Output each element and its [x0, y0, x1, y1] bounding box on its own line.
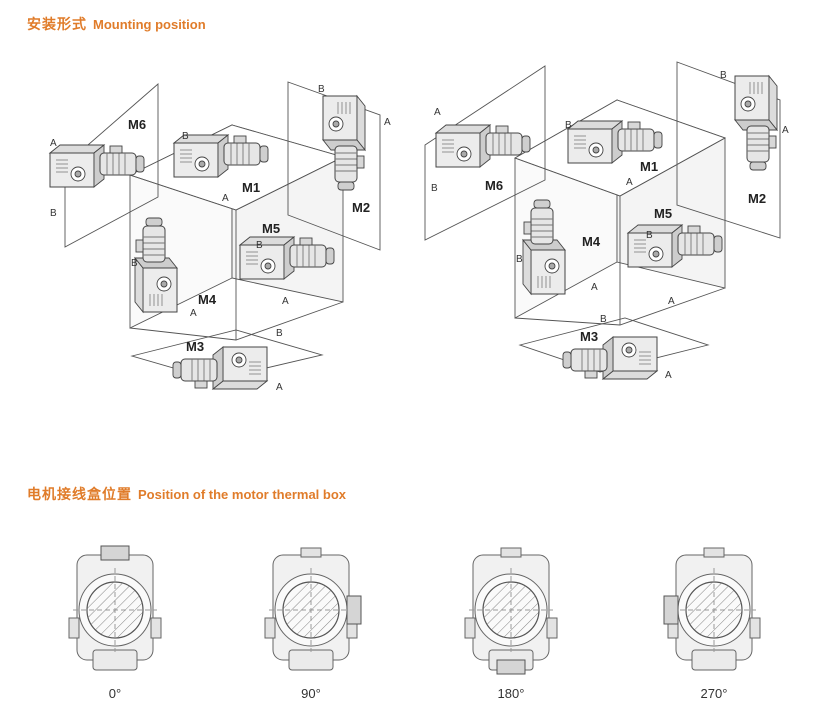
- left-side-a-m4: A: [190, 308, 197, 319]
- angle-label-180: 180°: [497, 686, 525, 701]
- right-side-b-m1: B: [565, 120, 572, 131]
- left-mounting-diagram: [50, 81, 381, 389]
- terminal-box-180: [496, 659, 526, 675]
- left-label-m3: M3: [186, 339, 204, 354]
- left-label-m1: M1: [242, 180, 260, 195]
- left-label-m4: M4: [198, 292, 217, 307]
- left-side-b-m1: B: [182, 131, 189, 142]
- right-side-a-m2: A: [782, 125, 789, 136]
- thermal-box-view-90: [264, 547, 362, 671]
- right-label-m3: M3: [580, 329, 598, 344]
- terminal-box-0: [100, 545, 130, 561]
- left-side-a-m2: A: [384, 117, 391, 128]
- left-side-a-m1: A: [222, 193, 229, 204]
- right-label-m4: M4: [582, 234, 601, 249]
- left-side-b-m4: B: [131, 258, 138, 269]
- thermal-title-cn: 电机接线盒位置: [27, 487, 132, 503]
- left-label-m6: M6: [128, 117, 146, 132]
- right-label-m5: M5: [654, 206, 672, 221]
- thermal-box-view-180: [464, 547, 558, 675]
- left-side-b-m2: B: [318, 84, 325, 95]
- terminal-box-270: [663, 595, 679, 625]
- thermal-box-view-0: [68, 545, 162, 671]
- terminal-box-90: [346, 595, 362, 625]
- right-mounting-diagram: [424, 61, 781, 379]
- left-side-a-m3: A: [276, 382, 283, 393]
- left-label-m5: M5: [262, 221, 280, 236]
- left-side-b-m5: B: [256, 240, 263, 251]
- right-label-m6: M6: [485, 178, 503, 193]
- angle-label-90: 90°: [301, 686, 321, 701]
- angle-label-270: 270°: [700, 686, 728, 701]
- mounting-position-heading: 安装形式 Mounting position: [27, 14, 206, 34]
- left-side-a-m5: A: [282, 296, 289, 307]
- left-side-a-m6: A: [50, 138, 57, 149]
- left-side-b-m3: B: [276, 328, 283, 339]
- left-side-b-m6: B: [50, 208, 57, 219]
- mounting-title-cn: 安装形式: [27, 17, 87, 33]
- thermal-title-en: Position of the motor thermal box: [138, 487, 347, 502]
- right-side-a-m5: A: [668, 296, 675, 307]
- right-label-m2: M2: [748, 191, 766, 206]
- left-label-m2: M2: [352, 200, 370, 215]
- right-side-b-m6: B: [431, 183, 438, 194]
- thermal-box-view-270: [663, 547, 761, 671]
- thermal-box-heading: 电机接线盒位置 Position of the motor thermal box: [27, 484, 346, 504]
- right-side-b-m4: B: [516, 254, 523, 265]
- right-side-a-m6: A: [434, 107, 441, 118]
- mounting-title-en: Mounting position: [93, 17, 206, 32]
- right-side-b-m2: B: [720, 70, 727, 81]
- right-side-a-m4: A: [591, 282, 598, 293]
- right-side-a-m3: A: [665, 370, 672, 381]
- right-label-m1: M1: [640, 159, 658, 174]
- angle-label-0: 0°: [108, 686, 122, 701]
- right-side-a-m1: A: [626, 177, 633, 188]
- right-side-b-m3: B: [600, 314, 607, 325]
- thermal-box-views: [68, 545, 761, 675]
- right-side-b-m5: B: [646, 230, 653, 241]
